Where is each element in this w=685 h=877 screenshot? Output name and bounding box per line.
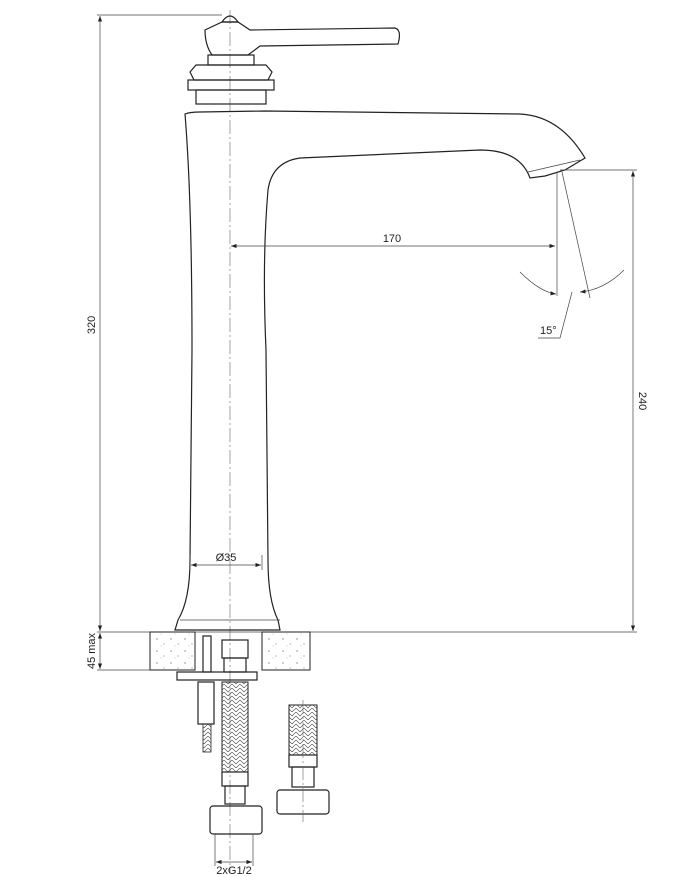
- faucet-handle: [187, 15, 401, 105]
- supply-hose-1: [209, 639, 263, 835]
- faucet-body: [174, 110, 586, 631]
- dim-counter-thickness: 45 max: [86, 632, 98, 669]
- dim-body-diameter: Ø35: [216, 552, 237, 564]
- dim-spout-height: 240: [636, 392, 648, 410]
- supply-hose-2: [276, 700, 330, 822]
- countertop-section: [97, 631, 637, 681]
- fixing-bolt: [197, 635, 215, 753]
- dim-total-height: 320: [86, 316, 98, 334]
- dim-spout-angle: 15°: [540, 325, 557, 337]
- dim-connection: 2xG1/2: [216, 865, 251, 877]
- dim-spout-reach: 170: [383, 233, 401, 245]
- dimension-lines: [97, 14, 637, 866]
